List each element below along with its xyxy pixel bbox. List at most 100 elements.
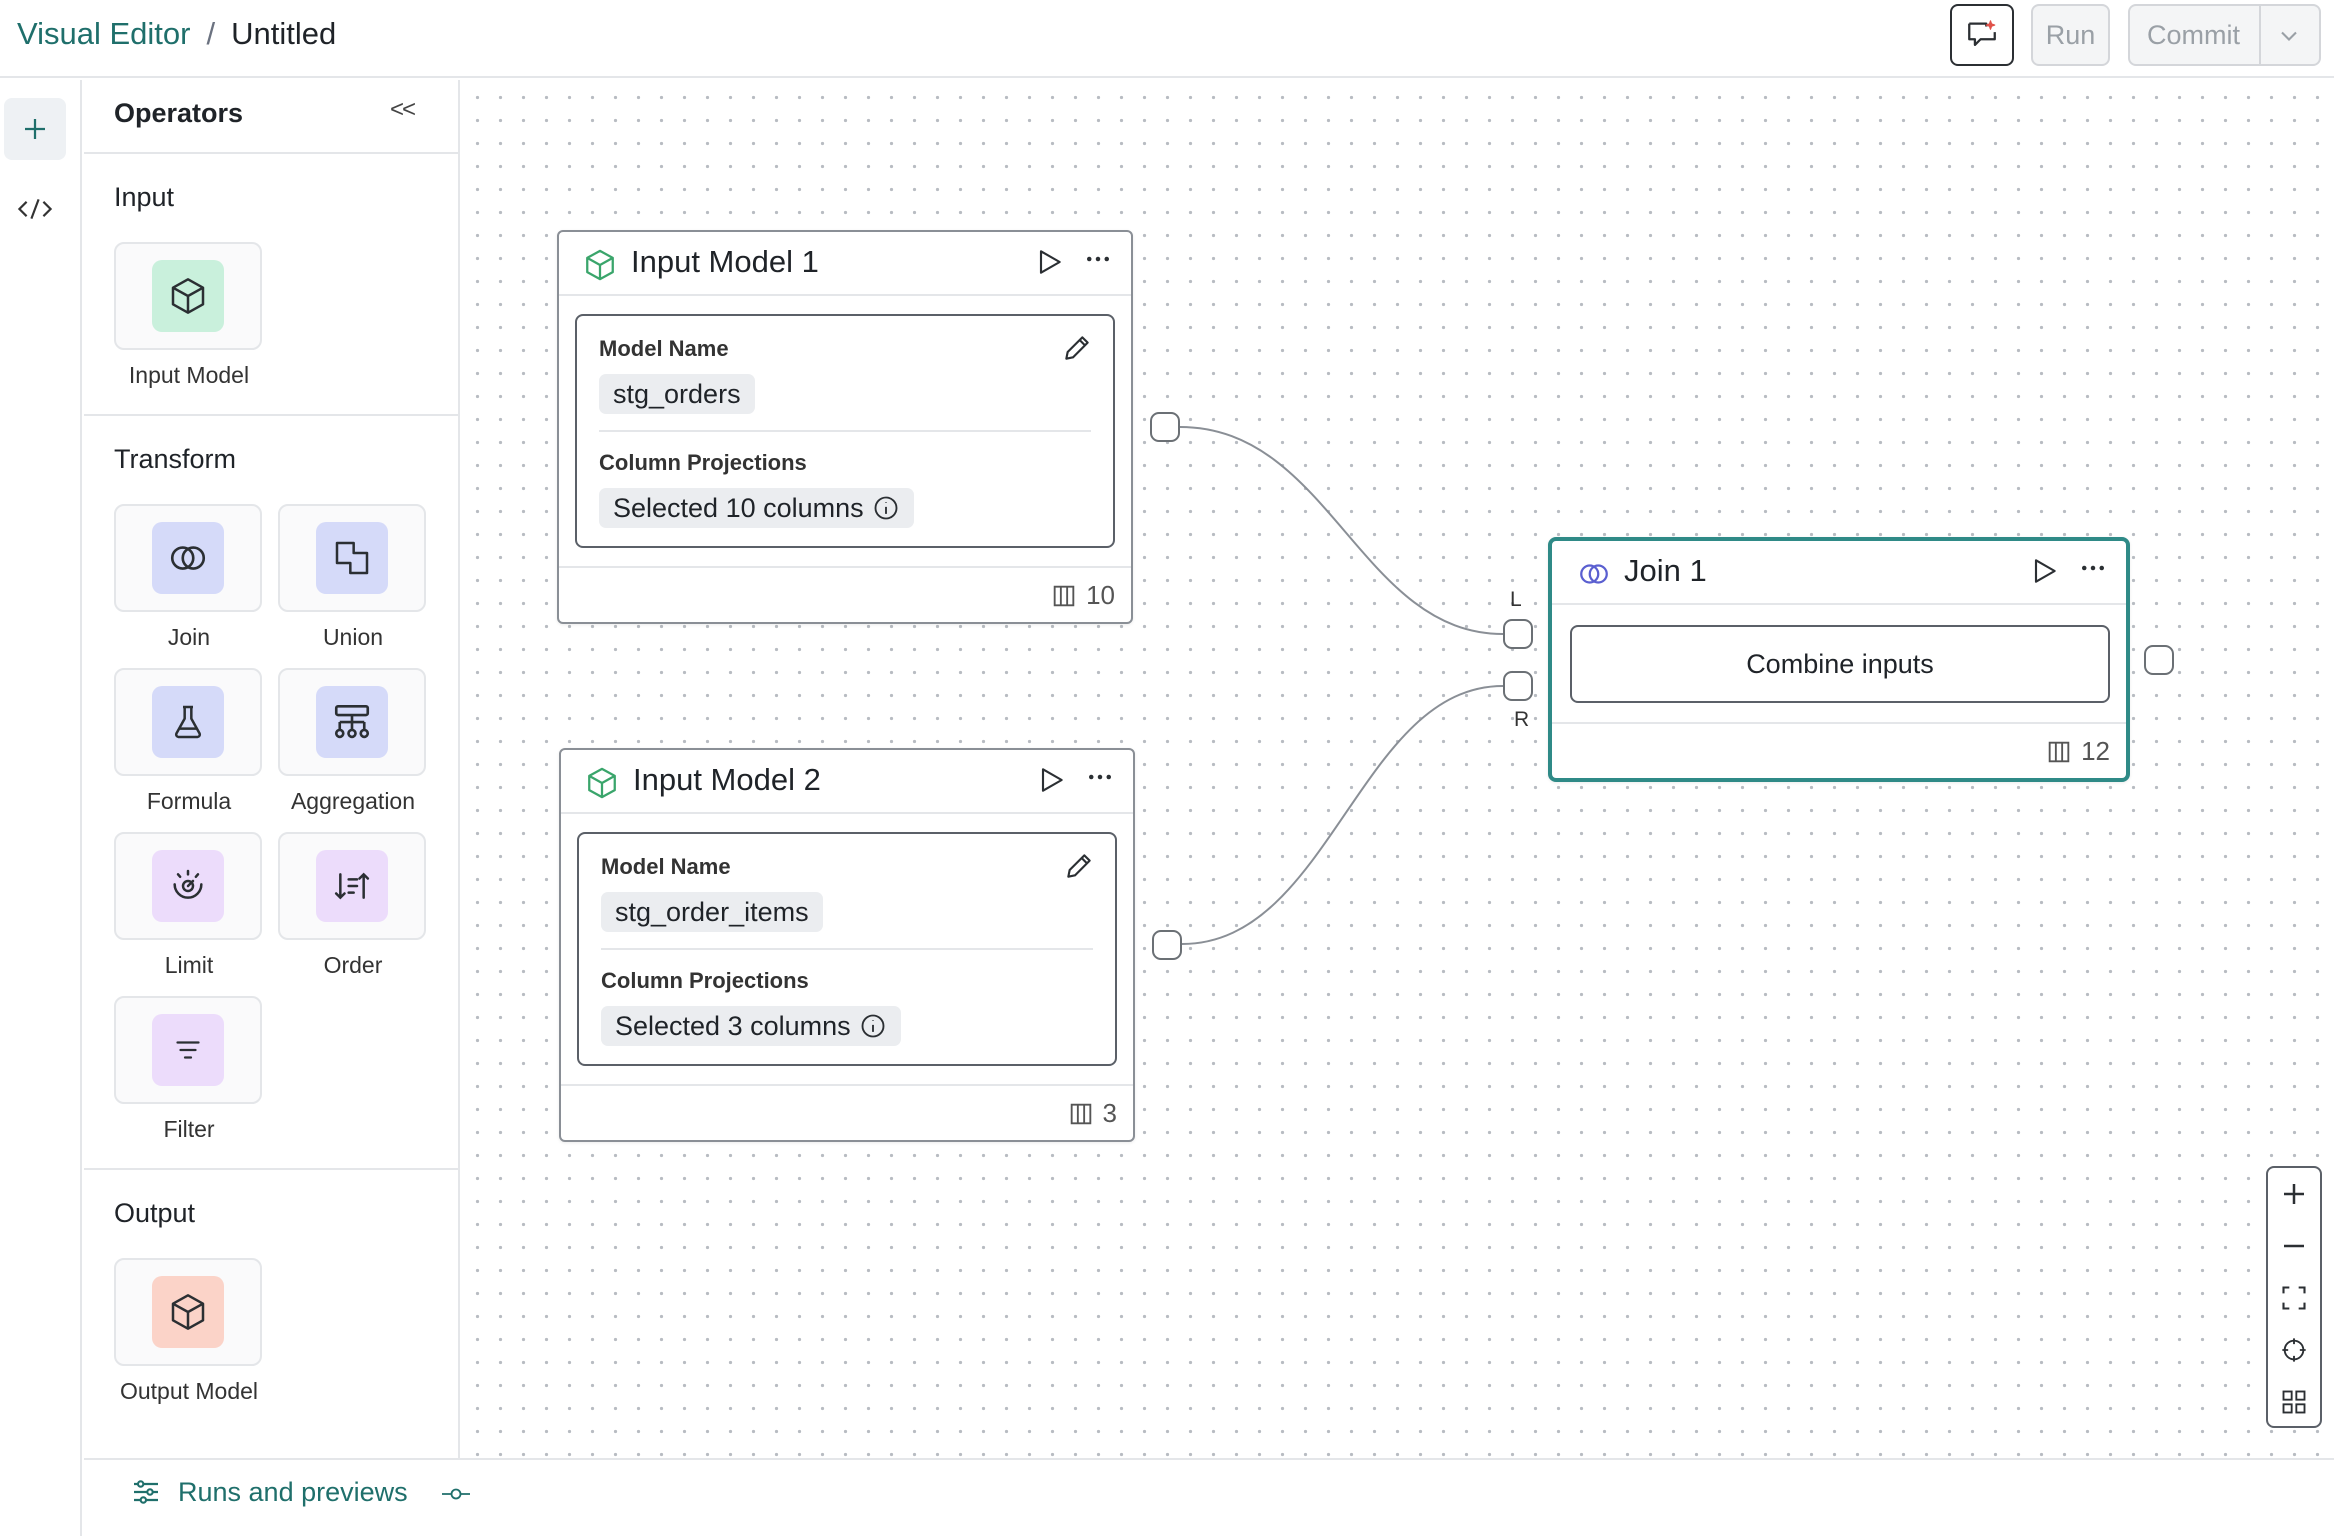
node-input-model-1[interactable]: Input Model 1 Model Name stg_orders Colu… — [557, 230, 1133, 624]
column-count: 3 — [1067, 1098, 1117, 1129]
operator-join[interactable]: Join — [114, 504, 264, 651]
info-icon[interactable] — [859, 1012, 887, 1040]
fit-view-icon[interactable] — [2268, 1272, 2320, 1324]
operator-tile[interactable] — [278, 832, 426, 940]
operator-label: Input Model — [128, 362, 250, 388]
node-config-card[interactable]: Model Name stg_orders Column Projections… — [575, 314, 1115, 548]
node-footer: 12 — [1552, 722, 2126, 778]
column-count: 10 — [1050, 580, 1115, 611]
node-footer: 3 — [561, 1084, 1133, 1140]
zoom-out-icon[interactable] — [2268, 1220, 2320, 1272]
model-name-label: Model Name — [601, 854, 731, 879]
projections-chip[interactable]: Selected 10 columns — [599, 488, 914, 528]
operator-label: Aggregation — [290, 788, 416, 814]
operator-aggregation[interactable]: Aggregation — [278, 668, 428, 815]
column-count: 12 — [2045, 736, 2110, 767]
columns-icon — [2048, 741, 2070, 762]
operator-tile[interactable] — [278, 504, 426, 612]
operator-tile[interactable] — [278, 668, 426, 776]
minimap-icon[interactable] — [2268, 1376, 2320, 1428]
output-port-input-model-2[interactable] — [1152, 930, 1182, 960]
filter-icon — [152, 1014, 224, 1086]
pencil-icon[interactable] — [1063, 850, 1095, 887]
more-icon[interactable] — [2078, 553, 2108, 590]
more-icon[interactable] — [1085, 762, 1115, 799]
join-icon — [1576, 557, 1612, 596]
more-icon[interactable] — [1083, 244, 1113, 281]
page-title[interactable]: Untitled — [231, 16, 337, 51]
play-icon[interactable] — [1035, 764, 1067, 801]
breadcrumb-visual-editor[interactable]: Visual Editor — [17, 16, 191, 51]
cube-icon — [583, 248, 617, 287]
pencil-icon[interactable] — [1061, 332, 1093, 369]
columns-icon — [1070, 1103, 1091, 1124]
operator-tile[interactable] — [114, 832, 262, 940]
column-projections-label: Column Projections — [599, 450, 807, 475]
breadcrumb-separator: / — [206, 16, 216, 51]
node-header[interactable]: Input Model 2 — [561, 750, 1133, 814]
output-port-join-1[interactable] — [2144, 645, 2174, 675]
play-icon[interactable] — [1033, 246, 1065, 283]
join-icon — [152, 522, 224, 594]
runs-and-previews-button[interactable]: Runs and previews — [130, 1476, 408, 1508]
operator-tile[interactable] — [114, 1258, 262, 1366]
zoom-in-icon[interactable] — [2268, 1168, 2320, 1220]
operator-filter[interactable]: Filter — [114, 996, 264, 1143]
column-projections-label: Column Projections — [601, 968, 809, 993]
info-icon[interactable] — [872, 494, 900, 522]
chevron-down-icon[interactable] — [2275, 22, 2303, 57]
code-view-button[interactable] — [4, 178, 66, 240]
operator-label: Filter — [163, 1116, 215, 1142]
ai-comment-button[interactable] — [1950, 4, 2014, 66]
projections-text: Selected 3 columns — [615, 1010, 851, 1041]
collapse-panel-button[interactable]: << — [390, 96, 416, 123]
comment-ai-icon — [1968, 20, 1996, 47]
node-join-1[interactable]: Join 1 Combine inputs 12 — [1548, 537, 2130, 782]
columns-icon — [1053, 585, 1075, 606]
operator-input-model[interactable]: Input Model — [114, 242, 264, 389]
operator-tile[interactable] — [114, 504, 262, 612]
node-config-card[interactable]: Model Name stg_order_items Column Projec… — [577, 832, 1117, 1066]
operator-label: Limit — [164, 952, 214, 978]
pin-icon[interactable] — [440, 1482, 472, 1511]
cube-icon — [152, 260, 224, 332]
left-rail — [0, 80, 82, 1536]
input-port-right[interactable] — [1503, 671, 1533, 701]
node-title: Input Model 1 — [631, 244, 819, 279]
operator-output-model[interactable]: Output Model — [114, 1258, 264, 1405]
node-header[interactable]: Join 1 — [1552, 541, 2126, 605]
input-port-left[interactable] — [1503, 619, 1533, 649]
projections-chip[interactable]: Selected 3 columns — [601, 1006, 901, 1046]
run-button[interactable]: Run — [2031, 4, 2110, 66]
center-icon[interactable] — [2268, 1324, 2320, 1376]
node-title: Join 1 — [1624, 553, 1707, 588]
runs-and-previews-label: Runs and previews — [178, 1476, 408, 1507]
operator-union[interactable]: Union — [278, 504, 428, 651]
output-port-input-model-1[interactable] — [1150, 412, 1180, 442]
operators-panel-header: Operators << — [84, 80, 458, 154]
order-icon — [316, 850, 388, 922]
operators-title: Operators — [114, 98, 244, 128]
combine-inputs-button[interactable]: Combine inputs — [1570, 625, 2110, 703]
union-icon — [316, 522, 388, 594]
node-title: Input Model 2 — [633, 762, 821, 797]
aggregation-icon — [316, 686, 388, 758]
operator-order[interactable]: Order — [278, 832, 428, 979]
cube-icon — [585, 766, 619, 805]
operator-tile[interactable] — [114, 668, 262, 776]
operator-tile[interactable] — [114, 242, 262, 350]
add-operator-button[interactable] — [4, 98, 66, 160]
right-port-label: R — [1514, 708, 1530, 731]
node-header[interactable]: Input Model 1 — [559, 232, 1131, 296]
column-count-value: 10 — [1086, 580, 1115, 610]
operator-label: Output Model — [119, 1378, 259, 1404]
operator-tile[interactable] — [114, 996, 262, 1104]
model-name-chip: stg_order_items — [601, 892, 823, 932]
operator-formula[interactable]: Formula — [114, 668, 264, 815]
commit-button[interactable]: Commit — [2128, 4, 2321, 66]
play-icon[interactable] — [2028, 555, 2060, 592]
node-input-model-2[interactable]: Input Model 2 Model Name stg_order_items… — [559, 748, 1135, 1142]
operator-limit[interactable]: Limit — [114, 832, 264, 979]
operator-label: Join — [167, 624, 211, 650]
top-header: Visual Editor / Untitled Run Commit — [0, 0, 2334, 78]
